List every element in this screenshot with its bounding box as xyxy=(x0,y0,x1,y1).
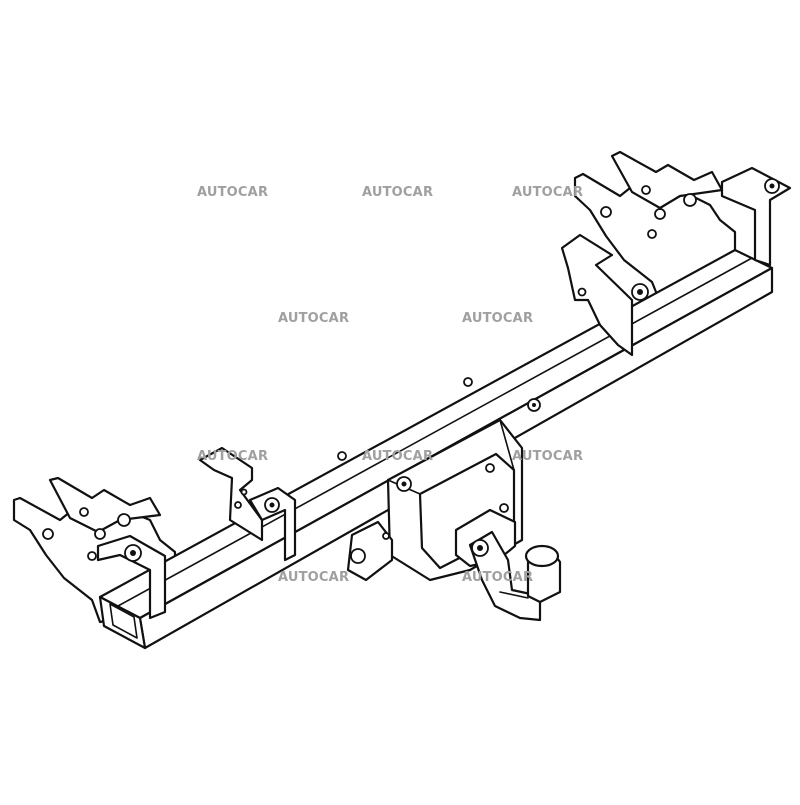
watermark-mid-right: AUTOCAR xyxy=(512,449,584,464)
watermark-top-center: AUTOCAR xyxy=(362,185,434,200)
right-mounting-plate xyxy=(573,150,737,304)
beam-bolts xyxy=(337,377,541,461)
center-left-bracket xyxy=(198,446,297,562)
left-beam-bracket xyxy=(96,534,167,620)
watermark-lower-right: AUTOCAR xyxy=(462,570,534,585)
watermark-upper-mid-left: AUTOCAR xyxy=(278,311,350,326)
watermark-top-left: AUTOCAR xyxy=(197,185,269,200)
watermark-mid-left: AUTOCAR xyxy=(197,449,269,464)
center-right-bracket xyxy=(560,233,649,357)
watermark-upper-mid-right: AUTOCAR xyxy=(462,311,534,326)
watermark-mid-center: AUTOCAR xyxy=(362,449,434,464)
watermark-top-right: AUTOCAR xyxy=(512,185,584,200)
tow-neck-and-ball xyxy=(454,508,562,622)
right-end-bracket xyxy=(720,166,792,267)
watermark-lower-left: AUTOCAR xyxy=(278,570,350,585)
